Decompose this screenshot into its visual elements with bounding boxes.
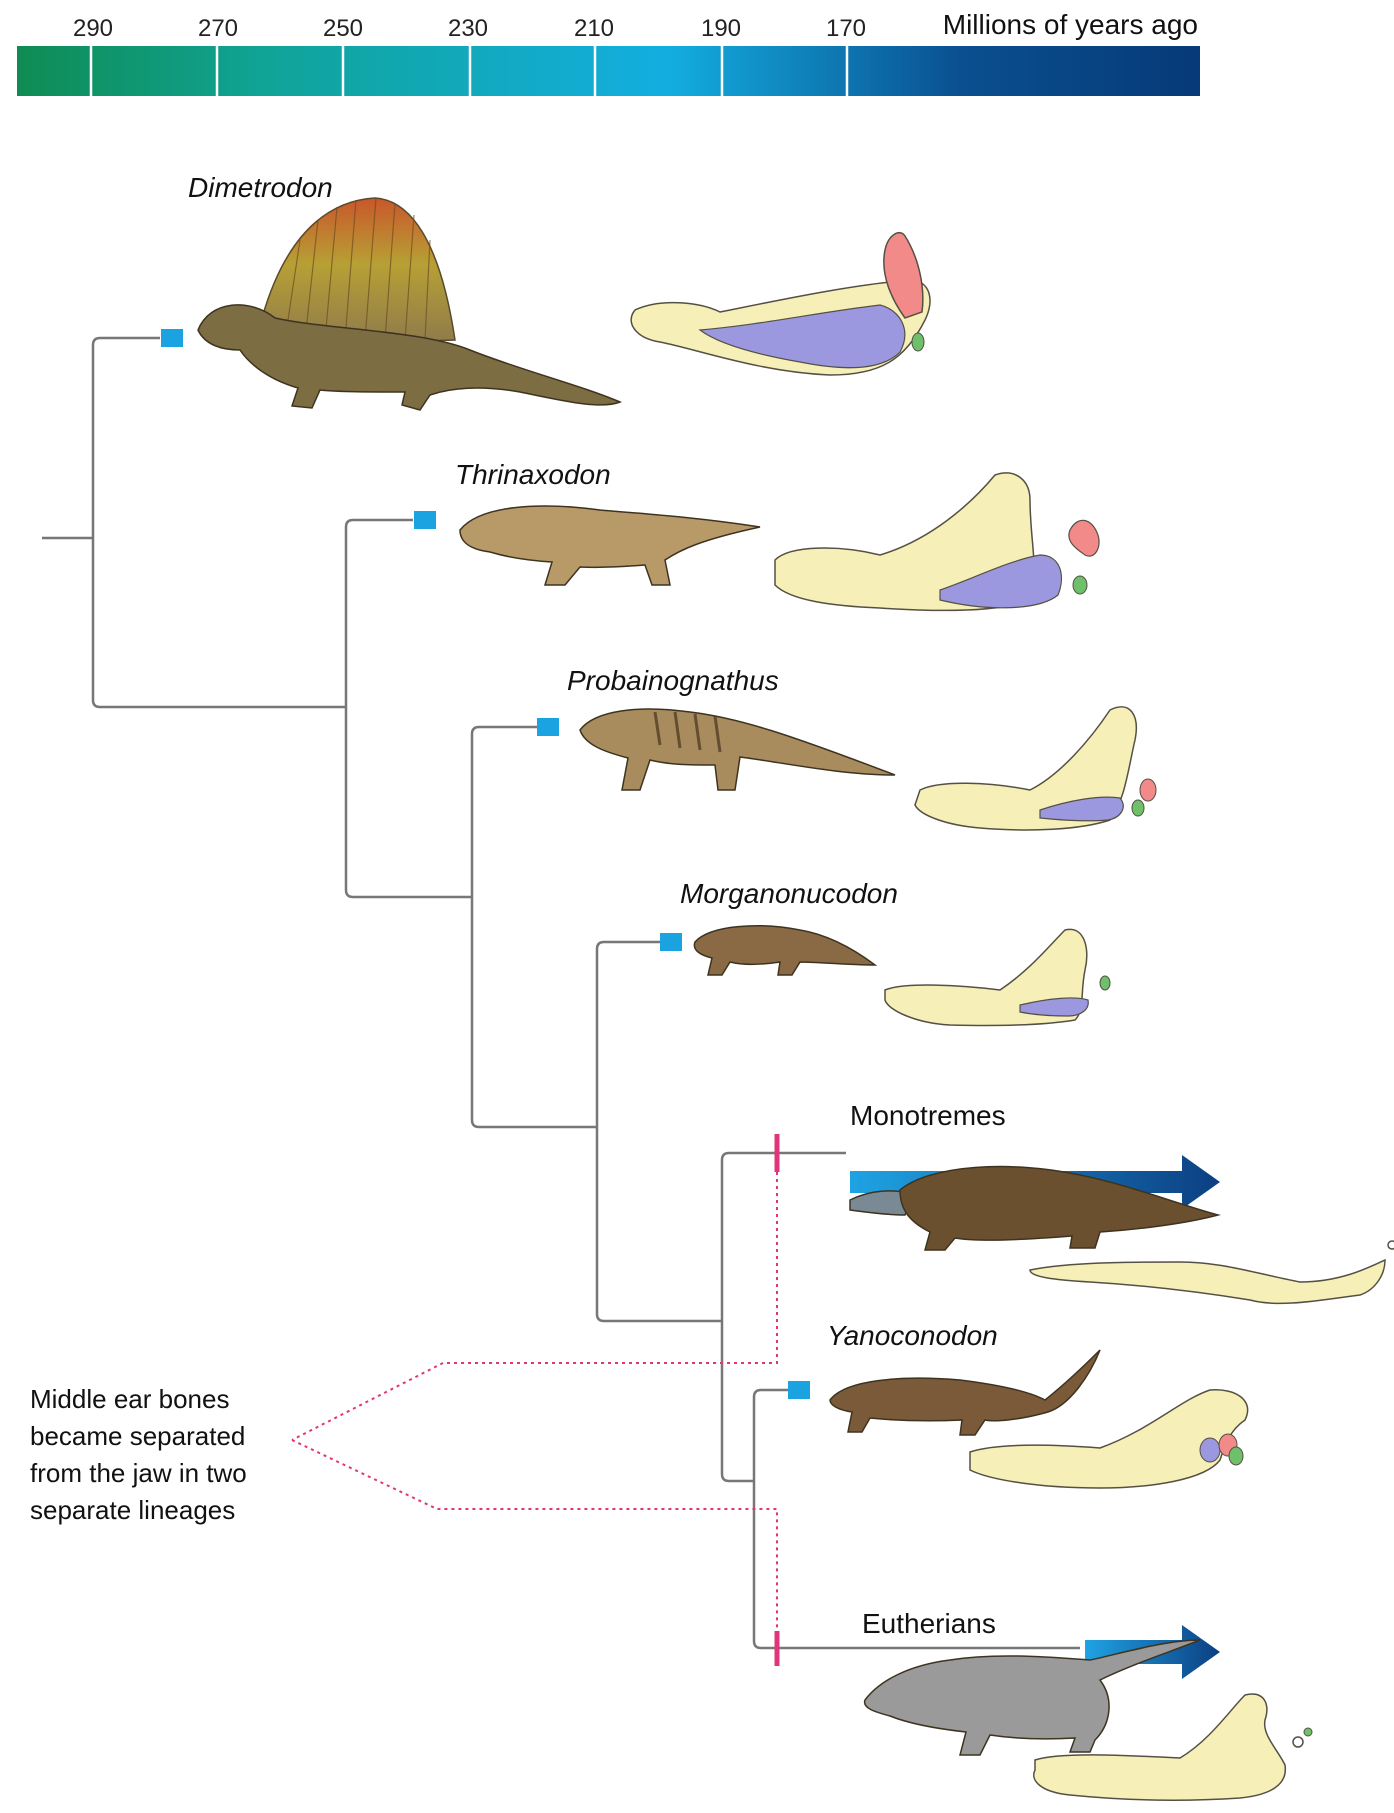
- node-marker: [161, 329, 183, 347]
- timeline-unit-label: Millions of years ago: [943, 9, 1198, 40]
- node-marker: [660, 933, 682, 951]
- taxon-label-monotremes: Monotremes: [850, 1100, 1006, 1131]
- thrinaxodon-jaw: [775, 473, 1099, 610]
- timeline-tick: 210: [574, 15, 614, 42]
- branch-mammal-rest: [597, 1127, 722, 1321]
- dotted-pointer-lower: [292, 1440, 777, 1631]
- timeline-tick: 190: [701, 15, 741, 42]
- timeline-tick: 230: [448, 15, 488, 42]
- dotted-pointer-upper: [292, 1172, 777, 1440]
- thrinaxodon-illustration: [460, 506, 760, 585]
- node-marker: [788, 1381, 810, 1399]
- taxon-label-morganucodon: Morganonucodon: [680, 878, 898, 909]
- morganucodon-jaw: [885, 929, 1110, 1025]
- probainognathus-jaw: [915, 707, 1156, 830]
- timeline-tick: 290: [73, 15, 113, 42]
- opossum-illustration: [865, 1640, 1200, 1755]
- branch-theria-rest: [722, 1321, 754, 1481]
- yanoconodon-illustration: [830, 1350, 1100, 1435]
- annotation-line: from the jaw in two: [30, 1458, 247, 1488]
- timeline-tick: 250: [323, 15, 363, 42]
- node-marker: [414, 511, 436, 529]
- probainognathus-illustration: [580, 709, 895, 790]
- branch-morganucodon: [597, 942, 663, 1127]
- branch-cynodont-rest: [346, 707, 472, 897]
- annotation-line: became separated: [30, 1421, 245, 1451]
- annotation-line: Middle ear bones: [30, 1384, 229, 1414]
- taxon-label-dimetrodon: Dimetrodon: [188, 172, 333, 203]
- monotreme-jaw: [1030, 1241, 1394, 1303]
- node-marker: [537, 718, 559, 736]
- morganucodon-illustration: [694, 926, 875, 975]
- dimetrodon-illustration: [198, 198, 620, 410]
- taxon-label-thrinaxodon: Thrinaxodon: [455, 459, 611, 490]
- ear-separation-annotation: Middle ear bones became separated from t…: [30, 1134, 777, 1666]
- branch-synapsid-rest: [93, 538, 346, 707]
- branch-probainognathus: [472, 727, 537, 897]
- branch-thrinaxodon: [346, 520, 413, 707]
- timeline-bar: [17, 46, 1200, 96]
- taxon-label-probainognathus: Probainognathus: [567, 665, 779, 696]
- timeline-tick: 170: [826, 15, 866, 42]
- timeline-tick: 270: [198, 15, 238, 42]
- branch-yanoconodon: [754, 1390, 790, 1481]
- branch-mammaliaform-rest: [472, 897, 597, 1127]
- branch-monotremes: [722, 1153, 846, 1321]
- annotation-line: separate lineages: [30, 1495, 235, 1525]
- timeline: 290 270 250 230 210 190 170 Millions of …: [17, 9, 1200, 96]
- branch-dimetrodon: [93, 338, 160, 538]
- taxon-label-yanoconodon: Yanoconodon: [827, 1320, 998, 1351]
- taxon-label-eutherians: Eutherians: [862, 1608, 996, 1639]
- dimetrodon-jaw: [631, 233, 930, 375]
